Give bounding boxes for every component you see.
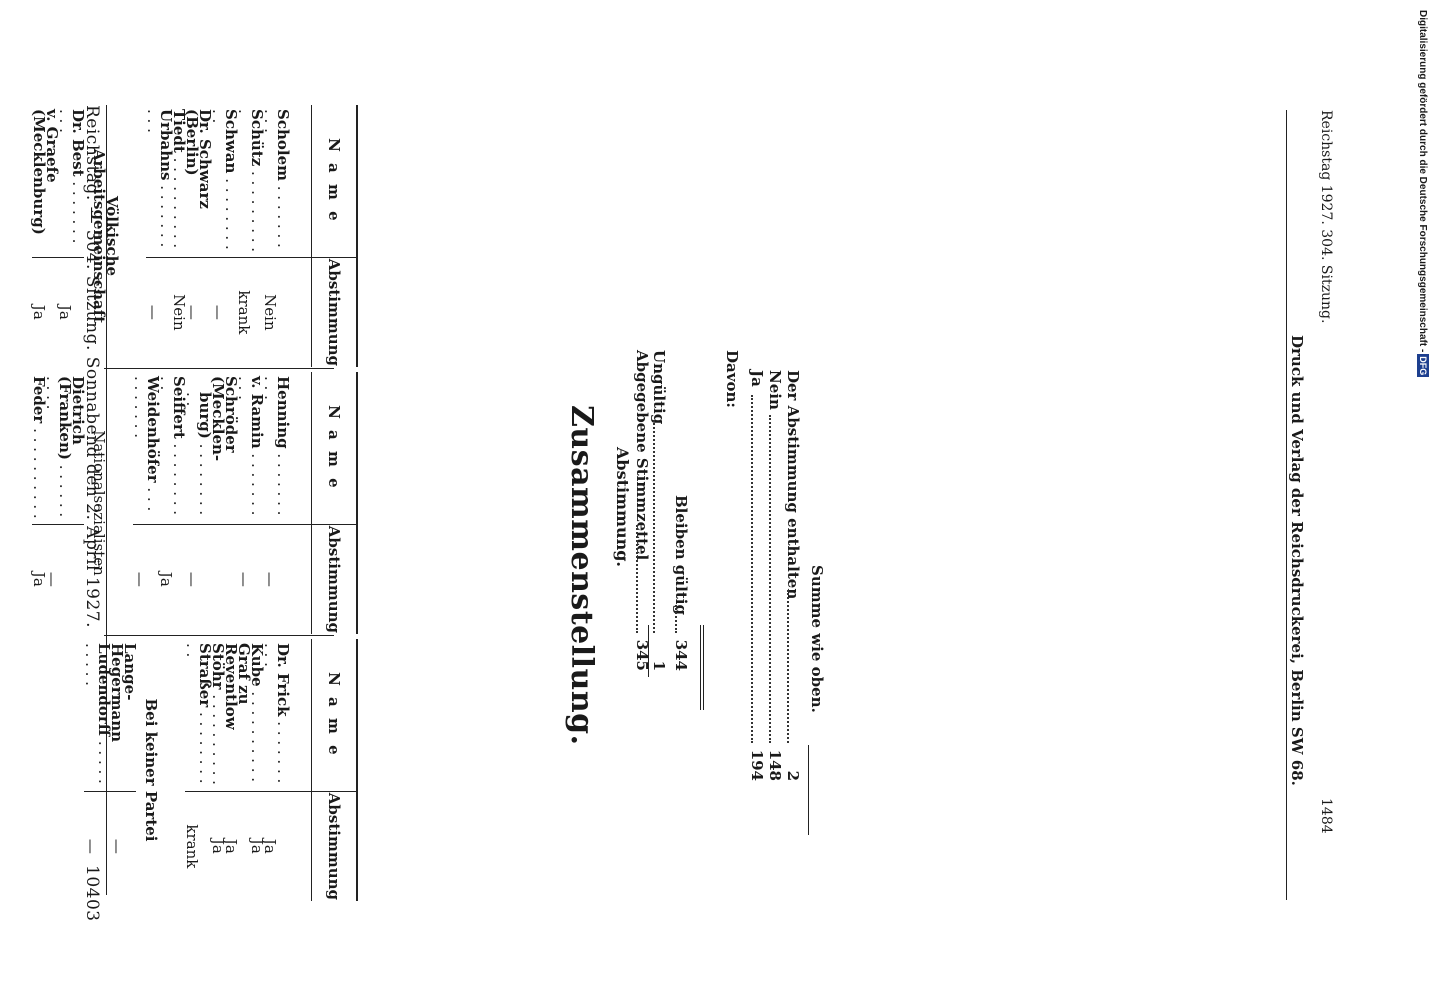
summary-value: 148 (766, 749, 784, 781)
imprint: Druck und Verlag der Reichsdruckerei, Be… (1288, 335, 1306, 786)
summary-label: Bleiben gültig (672, 495, 690, 615)
summary-value: 194 (748, 749, 766, 781)
member-vote: — (261, 524, 312, 634)
sum-rule (648, 625, 649, 677)
member-vote: — (131, 524, 159, 634)
bottom-rule (1286, 110, 1287, 900)
member-vote: Ja (56, 257, 84, 367)
party-group-heading: Völkische Arbeitsgemeinschaft (90, 148, 121, 324)
davon-label: Davon: (723, 350, 741, 408)
name-header: N a m e (311, 105, 357, 258)
member-name: Dietrich (Franken) (45, 372, 87, 524)
vote-table-3: N a m e Abstimmung Dr. FrickJa KubeJa Gr… (82, 639, 358, 901)
summary-label: Der Abstimmung enthalten (784, 370, 802, 600)
summary-value: 1 (650, 660, 668, 671)
dot-leader (653, 420, 655, 633)
member-name: burg) (185, 372, 214, 524)
member-vote: Nein (261, 257, 312, 367)
member-vote: Ja (30, 524, 48, 634)
member-name: Dr. Schwarz (Berlin) (183, 109, 214, 209)
member-vote: — (144, 257, 172, 367)
member-vote: Nein (170, 257, 188, 367)
member-vote: Ja (157, 524, 185, 634)
summary-value: 2 (784, 770, 802, 781)
member-name: Lange-Hegermann (108, 643, 139, 743)
summary-closing: Summe wie oben. (808, 565, 826, 713)
member-name: Schütz (237, 105, 266, 257)
sum-rule (808, 745, 809, 835)
member-vote: Ja (222, 791, 250, 901)
party-group-heading: Nationalsozialisten (90, 430, 108, 576)
member-name: Dr. Frick (263, 639, 312, 791)
member-vote: krank (183, 791, 211, 901)
member-name: Urbahns (146, 105, 175, 257)
name-header: N a m e (311, 639, 357, 792)
summary-subtitle: Abstimmung. (613, 447, 632, 567)
summary-value: 344 (672, 639, 690, 671)
member-vote: Ja (248, 791, 266, 901)
member-vote: — (183, 257, 211, 367)
member-vote: — (235, 524, 263, 634)
double-rule (700, 625, 701, 710)
vote-header: Abstimmung (311, 524, 357, 634)
vote-header: Abstimmung (311, 791, 357, 901)
member-name: Henning (263, 372, 312, 524)
member-name: Schröder (Mecklen- (209, 376, 240, 462)
dot-leader (675, 605, 677, 633)
footer-right: 1484 (1318, 798, 1334, 834)
dot-leader (636, 525, 638, 633)
member-name: Weidenhöfer (133, 372, 162, 524)
summary-label: Nein (766, 370, 784, 410)
column-divider-1 (104, 368, 334, 369)
column-divider-2 (104, 635, 334, 636)
member-name: Seiffert (159, 372, 188, 524)
member-vote: — (209, 257, 237, 367)
footer-left: Reichstag 1927. 304. Sitzung. (1318, 110, 1334, 324)
member-vote: Ja (30, 257, 58, 367)
name-header: N a m e (311, 372, 357, 525)
summary-title: Zusammenstellung. (564, 405, 599, 746)
member-name: v. Graefe (Mecklenburg) (30, 109, 61, 235)
vote-table-1: N a m e Abstimmung ScholemNein Schützkra… (30, 105, 358, 367)
member-vote: — (183, 524, 211, 634)
member-vote: krank (235, 257, 263, 367)
double-rule (703, 625, 704, 710)
member-name: Dr. Best (58, 105, 87, 257)
vote-table-2: N a m e Abstimmung Henning— v. Ramin— Sc… (30, 372, 358, 634)
party-group-heading: Bei keiner Partei (142, 698, 160, 842)
member-vote: Ja (209, 791, 227, 901)
dfg-logo-badge: DFG (1417, 354, 1429, 378)
dot-leader (787, 590, 789, 743)
summary-label: Ungültig (650, 350, 668, 425)
member-vote: — (43, 524, 84, 634)
member-name: Graf zu Reventlow (222, 643, 253, 730)
vote-header: Abstimmung (311, 257, 357, 367)
member-name: v. Ramin (237, 372, 266, 524)
member-name: Feder (30, 372, 48, 524)
funding-note-text: Digitalisierung gefördert durch die Deut… (1417, 10, 1428, 353)
member-vote: — (82, 791, 110, 901)
dot-leader (751, 395, 753, 743)
member-name: Schwan (211, 105, 240, 257)
summary-label: Ja (748, 370, 766, 387)
member-name: Straßer (185, 639, 214, 791)
member-vote: Ja (261, 791, 312, 901)
member-name: Ludendorff (84, 639, 113, 791)
member-vote (211, 524, 237, 634)
member-vote: — (108, 791, 136, 901)
dot-leader (769, 415, 771, 743)
funding-note: Digitalisierung gefördert durch die Deut… (1417, 10, 1429, 378)
member-name: Scholem (263, 105, 312, 257)
